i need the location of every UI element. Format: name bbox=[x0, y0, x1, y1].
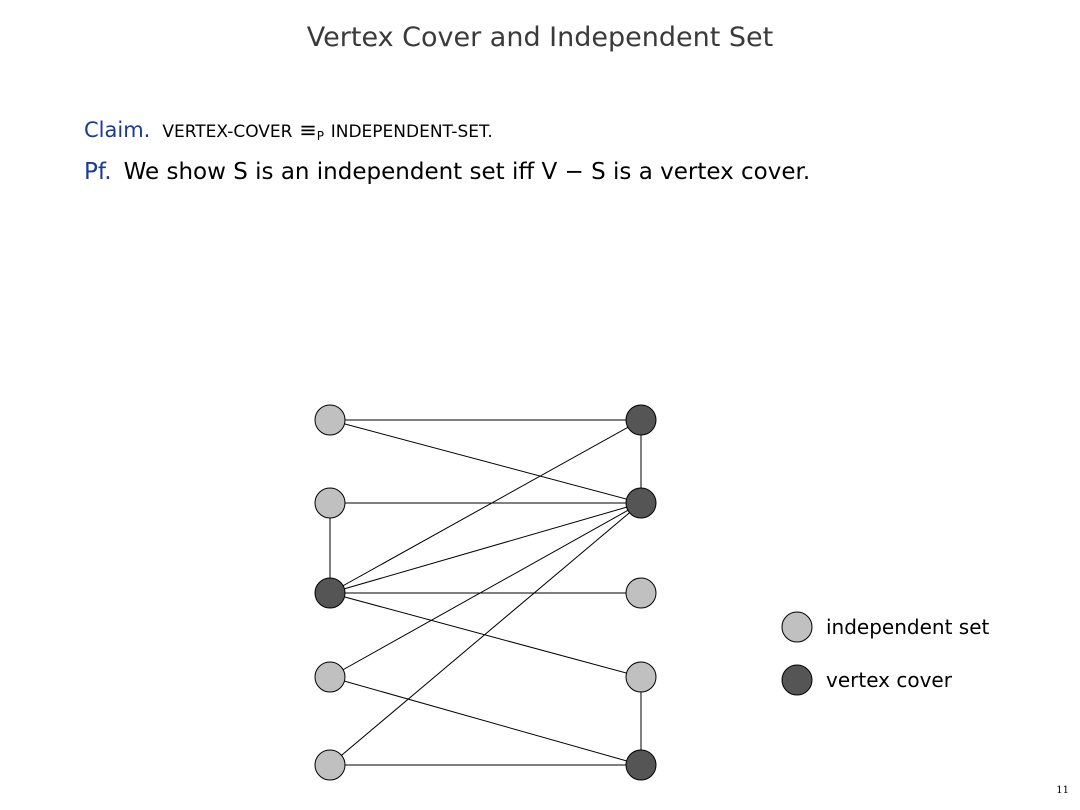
legend-swatch-independent bbox=[781, 611, 813, 643]
legend-swatch-cover bbox=[781, 664, 813, 696]
legend: independent set vertex cover bbox=[781, 611, 990, 696]
edge-L5-R2 bbox=[329, 502, 642, 766]
slide-title: Vertex Cover and Independent Set bbox=[306, 22, 774, 53]
graph-edges bbox=[329, 419, 642, 766]
proof-line: Pf. We show S is an independent set iff V… bbox=[84, 159, 810, 185]
node-L3-cover bbox=[314, 577, 346, 609]
claim-right-problem: INDEPENDENT-SET. bbox=[330, 122, 493, 142]
edge-L4-R5 bbox=[329, 676, 642, 766]
node-L4-independent bbox=[314, 661, 346, 693]
claim-left-problem: VERTEX-COVER bbox=[162, 122, 293, 142]
node-L2-independent bbox=[314, 487, 346, 519]
page-number: 11 bbox=[1056, 785, 1069, 796]
edge-L1-R2 bbox=[329, 419, 642, 504]
edge-L4-R2 bbox=[329, 502, 642, 678]
node-R4-independent bbox=[625, 661, 657, 693]
node-R2-cover bbox=[625, 487, 657, 519]
graph-nodes bbox=[314, 404, 657, 781]
edge-L3-R2 bbox=[329, 502, 642, 594]
claim-equiv-symbol: ≡ bbox=[299, 118, 317, 142]
node-L5-independent bbox=[314, 749, 346, 781]
node-R3-independent bbox=[625, 577, 657, 609]
claim-line: Claim. VERTEX-COVER ≡P INDEPENDENT-SET. bbox=[84, 118, 493, 143]
legend-label-independent: independent set bbox=[826, 615, 990, 639]
legend-label-cover: vertex cover bbox=[826, 668, 953, 692]
claim-label: Claim. bbox=[84, 118, 151, 142]
node-L1-independent bbox=[314, 404, 346, 436]
node-R1-cover bbox=[625, 404, 657, 436]
edge-L3-R4 bbox=[329, 592, 642, 678]
proof-label: Pf. bbox=[84, 159, 112, 185]
edge-L3-R1 bbox=[329, 419, 642, 594]
claim-equiv-subscript: P bbox=[316, 129, 325, 143]
proof-text: We show S is an independent set iff V − … bbox=[123, 159, 811, 185]
node-R5-cover bbox=[625, 749, 657, 781]
